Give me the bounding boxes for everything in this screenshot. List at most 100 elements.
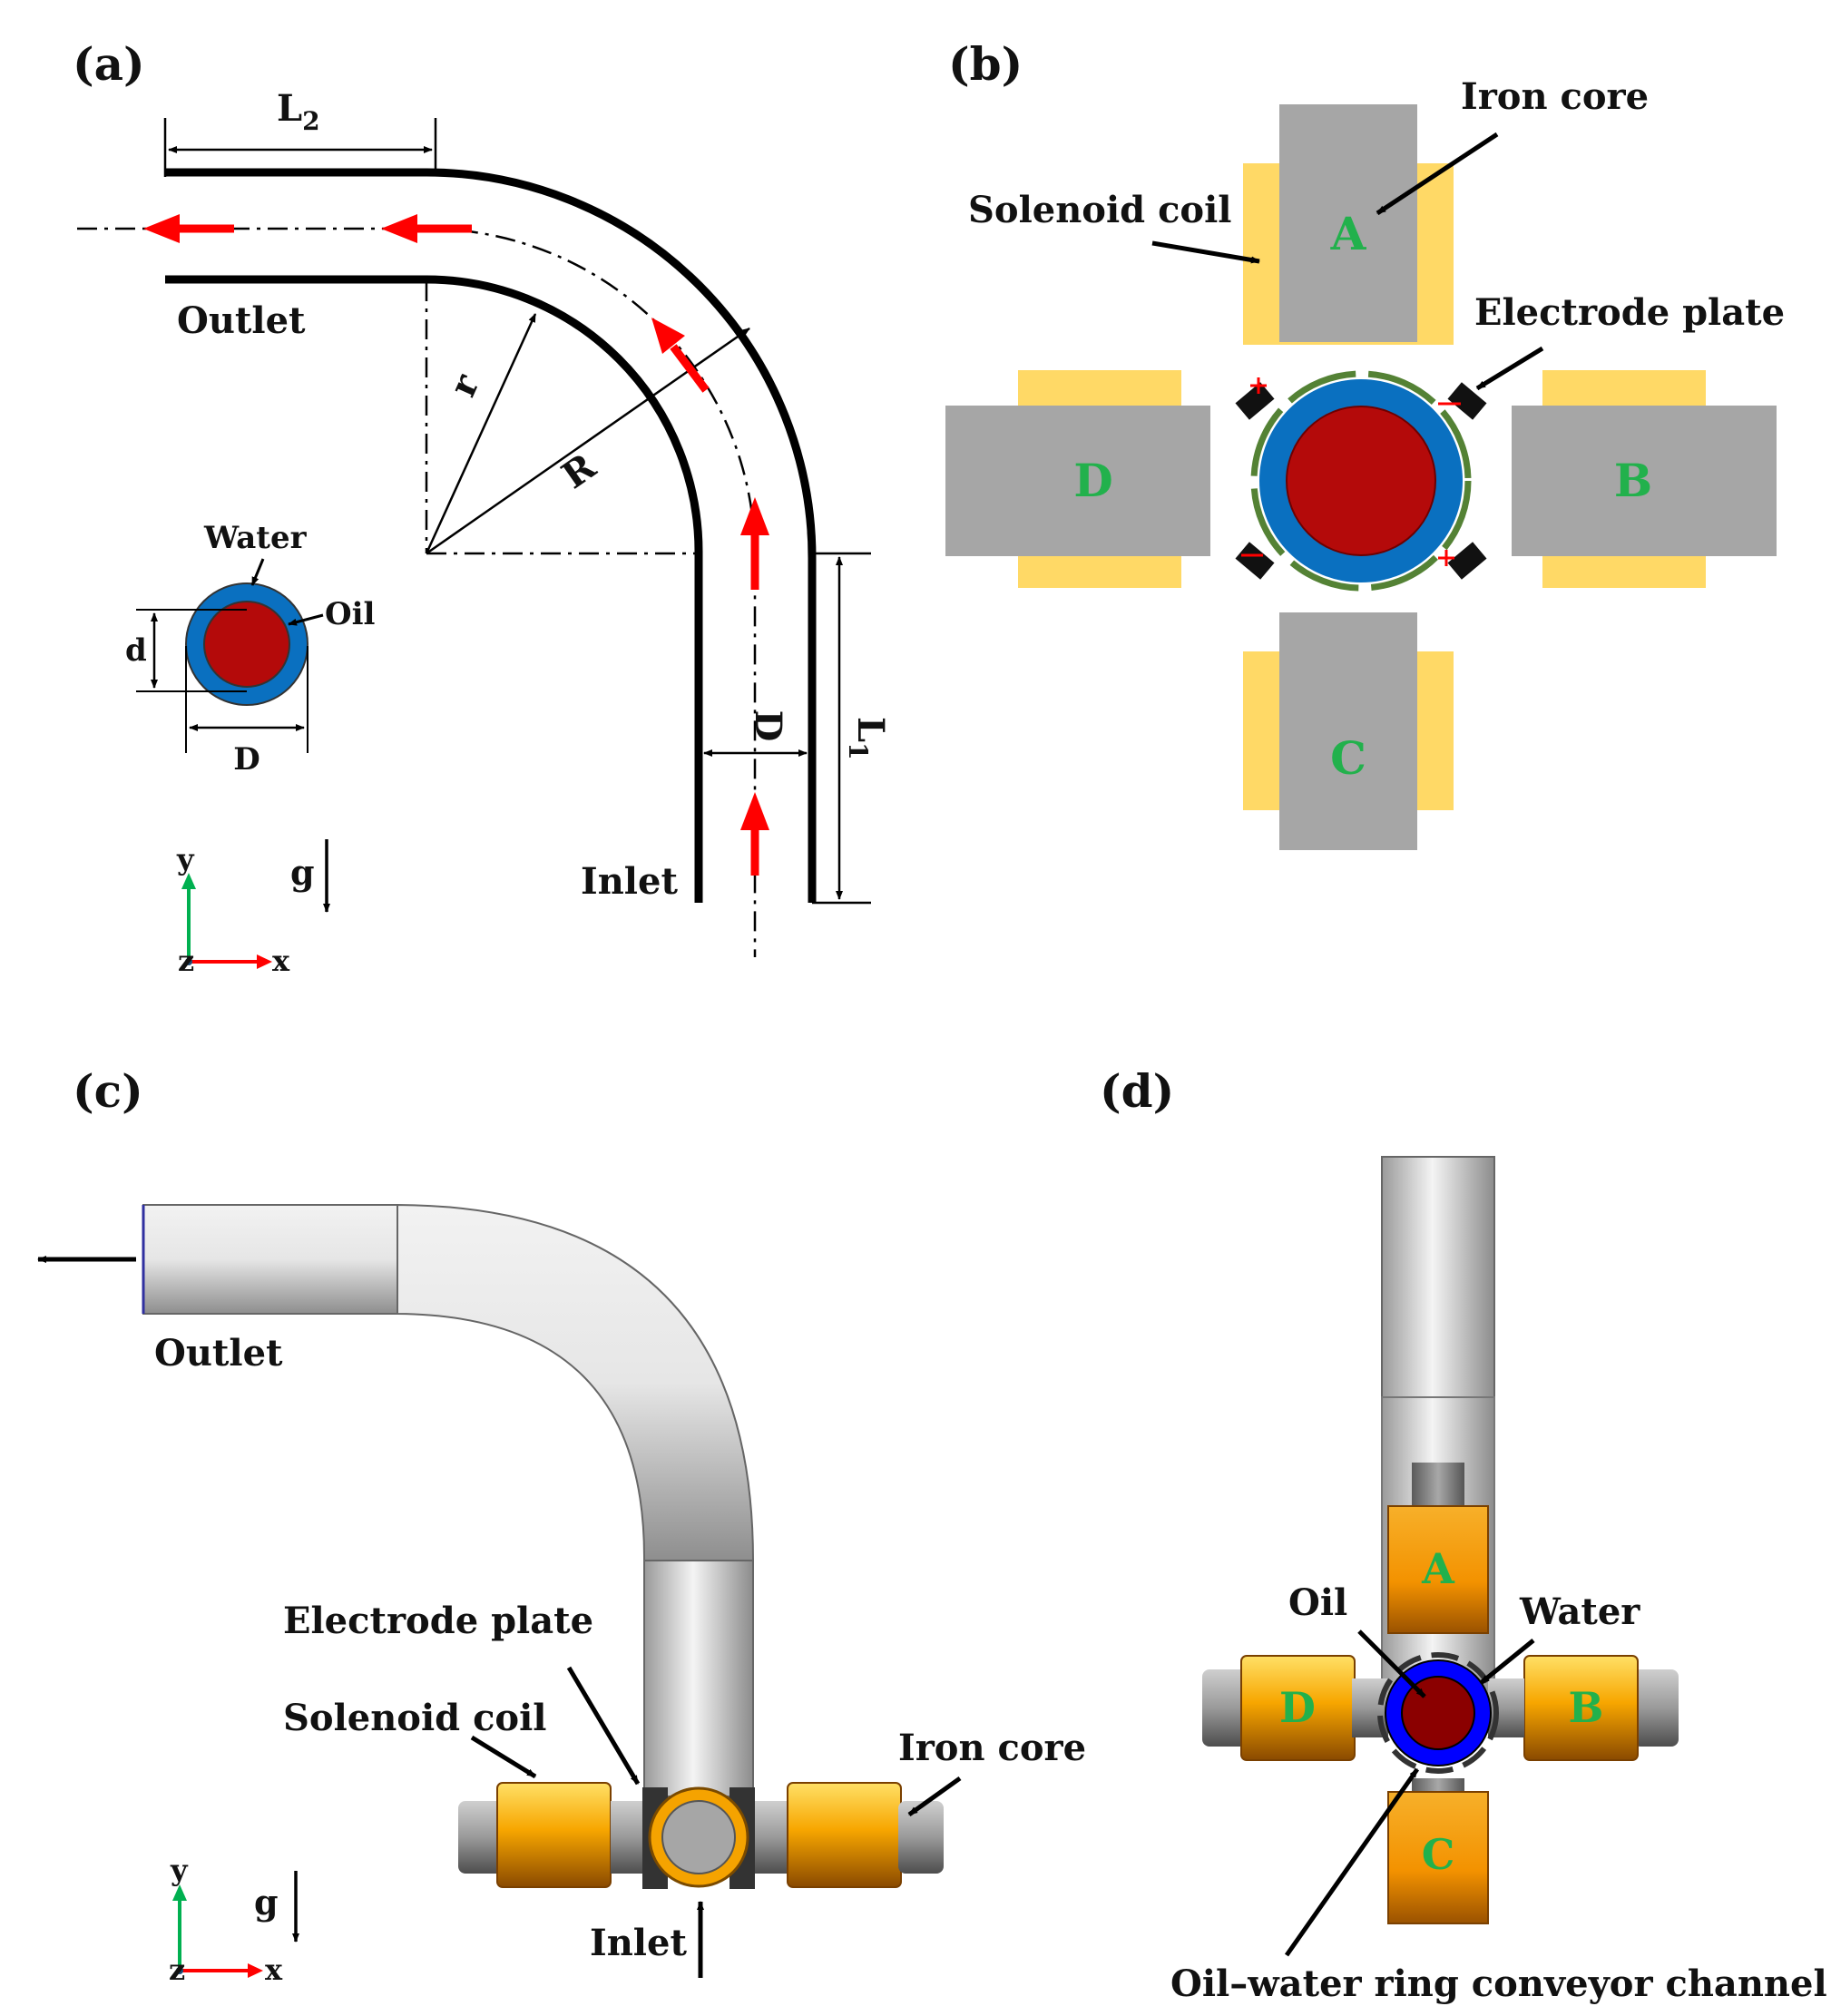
D-label: D [233, 741, 259, 778]
panel-b-label: (b) [948, 37, 1023, 91]
water-label-a: Water [203, 520, 308, 556]
label-a: A [1330, 207, 1367, 260]
electrode-plate-label-b: Electrode plate [1474, 291, 1785, 334]
panel-d-label: (d) [1100, 1064, 1174, 1118]
coil-a-d [1387, 1505, 1489, 1634]
solenoid-coil-pointer-b [1151, 240, 1260, 264]
label-c: C [1330, 731, 1366, 785]
iron-core-label-b: Iron core [1461, 75, 1649, 118]
z-axis-dot-c [176, 1967, 183, 1974]
core-b [1512, 406, 1777, 556]
panel-a: (a) r R L2 L1 D [73, 37, 892, 978]
iron-core-pointer-b [1376, 132, 1499, 216]
radius-r-line [425, 313, 537, 554]
cross-section-inset: Water Oil d D [125, 520, 376, 778]
electrode-plate-se [1447, 542, 1487, 580]
pipe-outer-wall [165, 168, 817, 903]
core-left-c [458, 1801, 504, 1874]
flow-arrows [143, 214, 769, 876]
solenoid-coil-label-b: Solenoid coil [968, 189, 1232, 231]
water-pointer [250, 558, 265, 586]
polarity-marks [1241, 377, 1461, 566]
axis-x-label-c: x [265, 1952, 283, 1987]
channel-pointer-d [1284, 1767, 1420, 1957]
l2-label: L2 [277, 87, 320, 136]
radius-R-line [426, 327, 750, 555]
electrode-plate-sw [1235, 542, 1275, 580]
core-b-stub-d [1633, 1669, 1679, 1747]
oil-label-a: Oil [325, 596, 376, 632]
pipe-inlet-core-c [661, 1800, 736, 1874]
panel-b: (b) A C D B Iro [945, 37, 1785, 850]
solenoid-coil-label-c: Solenoid coil [283, 1697, 547, 1739]
axis-y-label-c: y [170, 1853, 189, 1887]
panel-d: (d) A C D B Oil Water Oil–water ring con… [1100, 1064, 1827, 2005]
axis-triad-a: y x z g [176, 839, 330, 978]
pipe-inner-wall [165, 275, 703, 903]
electrode-plate-pointer-c [566, 1666, 641, 1786]
solenoid-coil-pointer-c [470, 1735, 537, 1779]
flow-arrow-outlet-1 [143, 214, 234, 243]
panel-c: (c) Outlet Electrode plate Solenoid coil… [37, 1064, 1086, 1987]
electrode-plate-ne [1447, 382, 1487, 420]
flow-arrow-bend [651, 318, 710, 393]
core-right-inner-c [753, 1801, 789, 1874]
label-b-d: B [1569, 1683, 1604, 1732]
outlet-label-c: Outlet [154, 1332, 283, 1375]
core-left-inner-c [611, 1801, 647, 1874]
gravity-label-c: g [254, 1882, 279, 1923]
electrode-plate-pointer-b [1475, 346, 1544, 391]
pipe-outlet-segment [142, 1204, 398, 1315]
pipe-inlet-segment [643, 1560, 754, 1797]
water-label-d: Water [1519, 1590, 1640, 1633]
core-right-c [898, 1801, 944, 1874]
radius-R-label: R [554, 445, 604, 497]
coil-left-c [496, 1782, 612, 1888]
pipe-diameter-label: D [747, 710, 789, 742]
oil-label-d: Oil [1288, 1581, 1347, 1624]
panel-a-label: (a) [73, 37, 145, 91]
channel-label-d: Oil–water ring conveyor channel [1170, 1962, 1827, 2005]
axis-triad-c: y x z g [169, 1853, 299, 1987]
axis-y-label-a: y [176, 842, 195, 876]
oil-pointer-d [1357, 1629, 1426, 1698]
oil-core [203, 601, 290, 688]
electrode-plates [1235, 382, 1487, 580]
iron-core-pointer-c [907, 1776, 962, 1817]
water-pointer-d [1479, 1639, 1535, 1685]
electrode-plate-label-c: Electrode plate [283, 1600, 593, 1642]
iron-core-label-c: Iron core [898, 1727, 1086, 1769]
core-a-cap-d [1412, 1463, 1464, 1508]
label-c-d: C [1422, 1830, 1455, 1879]
pipe-bend-segment [397, 1203, 755, 1561]
axis-x-label-a: x [272, 944, 290, 978]
coil-right-c [787, 1782, 902, 1888]
inlet-label-a: Inlet [581, 860, 678, 903]
core-d-stub-d [1202, 1669, 1248, 1747]
inlet-label-c: Inlet [590, 1922, 687, 1964]
d-label: d [125, 632, 147, 669]
label-d-d: D [1279, 1683, 1316, 1732]
outlet-label-a: Outlet [177, 299, 306, 342]
axis-z-label-a: z [178, 944, 194, 978]
l1-label: L1 [843, 717, 892, 760]
oil-core-b [1286, 406, 1436, 556]
electrode-ring [1250, 370, 1472, 592]
gravity-label-a: g [290, 852, 315, 893]
flow-arrow-inlet-2 [740, 792, 769, 876]
radius-r-label: r [441, 367, 488, 403]
electrode-ring-d [1377, 1652, 1499, 1774]
axis-z-label-c: z [169, 1952, 185, 1987]
flow-arrow-inlet-1 [740, 497, 769, 590]
label-b: B [1614, 454, 1652, 507]
label-a-d: A [1421, 1544, 1455, 1593]
flow-arrow-outlet-2 [381, 214, 472, 243]
panel-c-label: (c) [73, 1064, 143, 1118]
z-axis-dot [185, 958, 192, 965]
pipe-vertical-d [1381, 1156, 1495, 1398]
oil-pointer [288, 613, 324, 626]
core-c [1279, 612, 1417, 850]
core-d [945, 406, 1210, 556]
coil-c-d [1387, 1791, 1489, 1924]
